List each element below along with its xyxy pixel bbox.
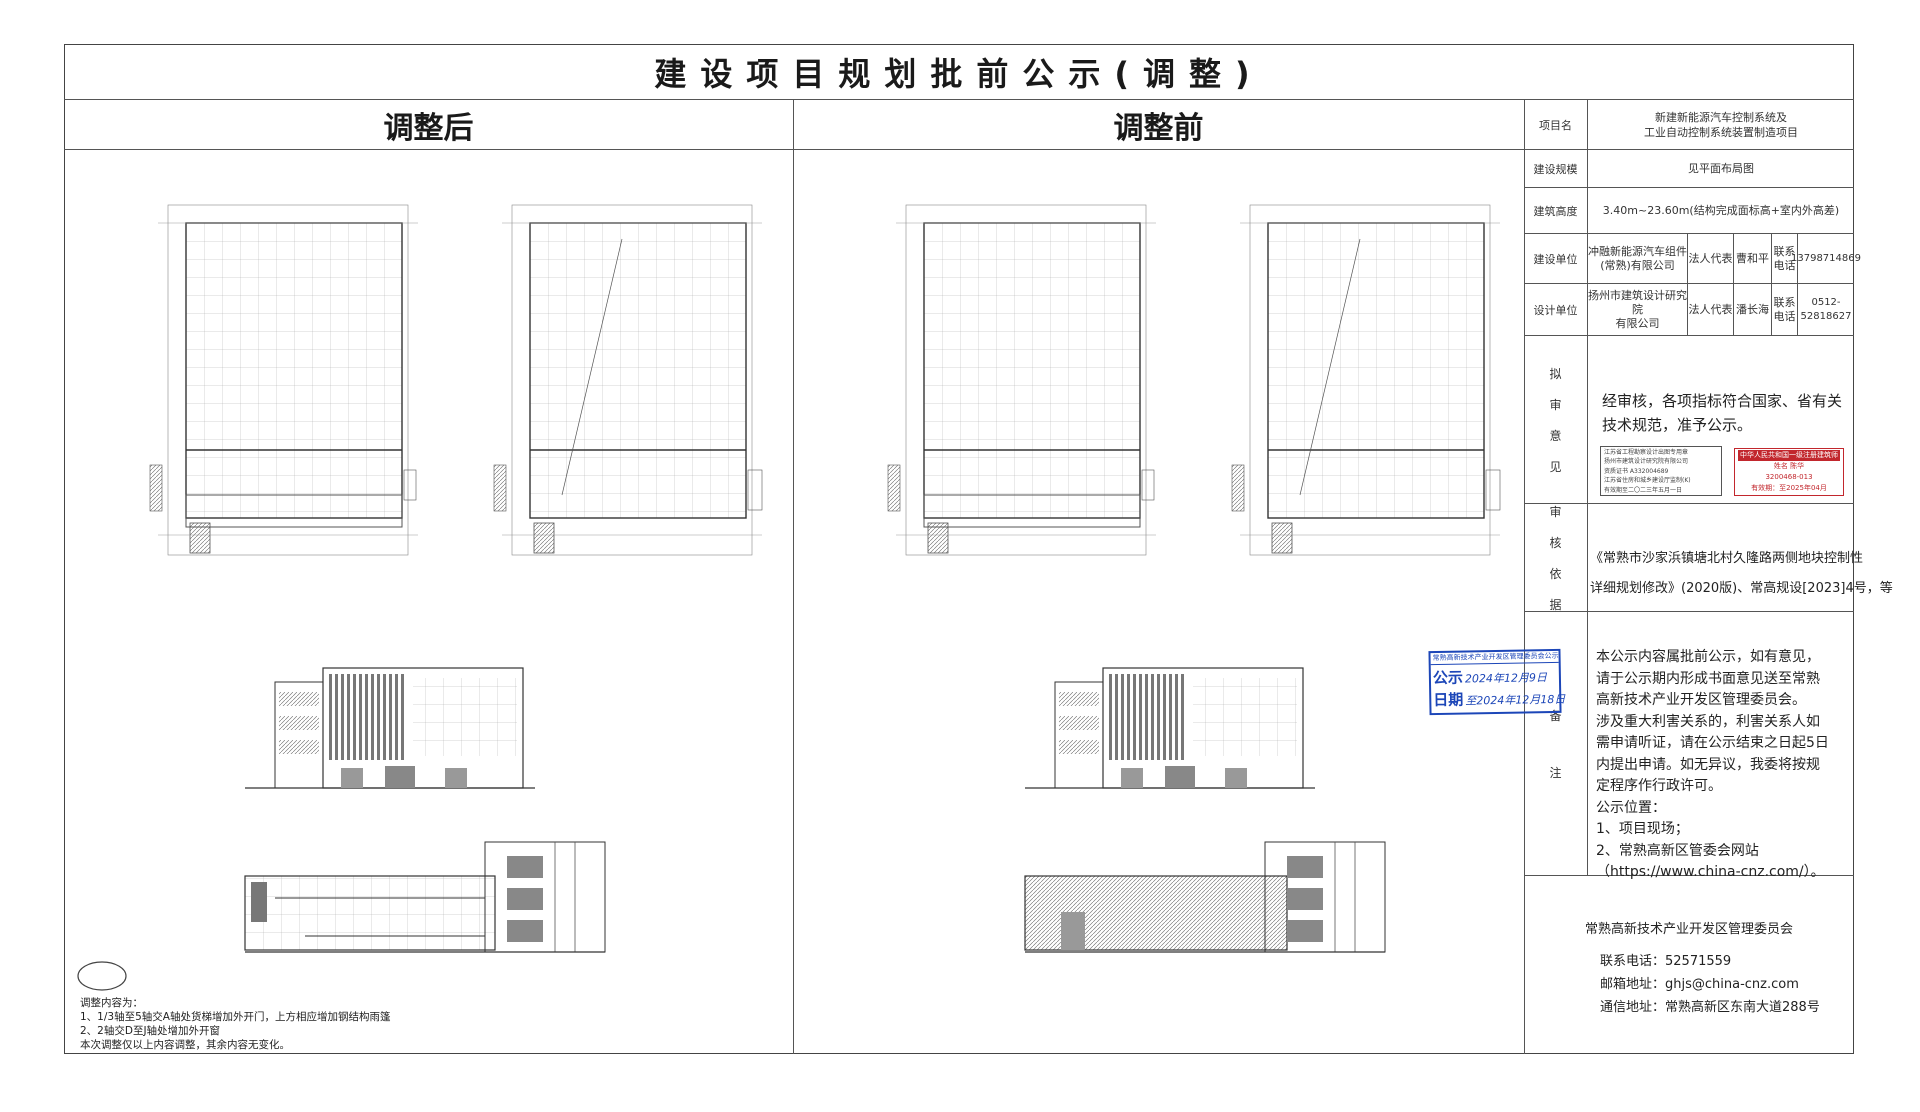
- opinion-char: 见: [1549, 459, 1562, 474]
- basis-line1: 《常熟市沙家浜镇塘北村久隆路两侧地块控制性: [1590, 551, 1864, 566]
- note-line: 定程序作行政许可。: [1596, 778, 1722, 794]
- table-divider: [1524, 100, 1525, 1054]
- builder-rep: 曹和平: [1734, 234, 1772, 283]
- seal-line: 扬州市建筑设计研究院有限公司: [1604, 458, 1689, 466]
- architect-seal: 中华人民共和国一级注册建筑师 姓名 陈华 3200468-013 有效期：至20…: [1734, 448, 1844, 496]
- label-opinion: 拟 审 意 见: [1524, 336, 1588, 503]
- design-institute-seal: 江苏省工程勘察设计出图专用章 扬州市建筑设计研究院有限公司 资质证书 A3320…: [1600, 446, 1722, 496]
- note-line: 需申请听证，请在公示结束之日起5日: [1596, 735, 1829, 751]
- note-line: 1、项目现场；: [1596, 821, 1689, 837]
- builder-phone-label: 联系 电话: [1772, 234, 1798, 283]
- seal-line: 3200468-013: [1765, 473, 1813, 481]
- designer-rep: 潘长海: [1734, 284, 1772, 335]
- note-line: 内提出申请。如无异议，我委将按规: [1596, 756, 1820, 773]
- seal-line: 江苏省工程勘察设计出图专用章: [1604, 449, 1689, 456]
- basis-line2: 详细规划修改》(2020版)、常高规设[2023]4号，等: [1590, 581, 1893, 596]
- seal-line: 江苏省住房和城乡建设厅监制(K): [1604, 477, 1691, 485]
- value-project: 新建新能源汽车控制系统及 工业自动控制系统装置制造项目: [1588, 100, 1854, 149]
- builder-phone-label2: 电话: [1773, 258, 1796, 272]
- designer-phone-label1: 联系: [1773, 295, 1796, 309]
- note-line: 请于公示期内形成书面意见送至常熟: [1596, 670, 1820, 687]
- builder-phone-label1: 联系: [1773, 244, 1796, 258]
- footer-address: 通信地址：常熟高新区东南大道288号: [1600, 1000, 1820, 1015]
- label-builder: 建设单位: [1524, 234, 1588, 283]
- basis-char: 依: [1549, 566, 1562, 581]
- notice-frame: [64, 44, 1854, 1054]
- label-scale: 建设规模: [1524, 150, 1588, 187]
- builder-company: 冲融新能源汽车组件 (常熟)有限公司: [1588, 234, 1688, 283]
- column-after-heading: 调整后: [64, 100, 793, 150]
- row-designer: 设计单位 扬州市建筑设计研究院 有限公司 法人代表 潘长海 联系 电话 0512…: [1524, 284, 1854, 336]
- basis-text: 《常熟市沙家浜镇塘北村久隆路两侧地块控制性 详细规划修改》(2020版)、常高规…: [1590, 544, 1893, 604]
- designer-phone-label2: 电话: [1773, 309, 1796, 323]
- note-line: 高新技术产业开发区管理委员会。: [1596, 692, 1806, 708]
- notice-title: 建设项目规划批前公示(调整): [64, 44, 1854, 100]
- designer-phone-label: 联系 电话: [1772, 284, 1798, 335]
- basis-char: 审: [1549, 504, 1562, 519]
- footer-phone: 联系电话：52571559: [1600, 954, 1732, 969]
- row-builder: 建设单位 冲融新能源汽车组件 (常熟)有限公司 法人代表 曹和平 联系 电话 1…: [1524, 234, 1861, 284]
- label-project: 项目名: [1524, 100, 1588, 149]
- note-line: 2、常熟高新区管委会网站: [1596, 842, 1759, 859]
- label-height: 建筑高度: [1524, 188, 1588, 233]
- column-divider: [793, 100, 794, 1054]
- seal-line: 姓名 陈华: [1773, 462, 1805, 470]
- note-text: 本公示内容属批前公示，如有意见， 请于公示期内形成书面意见送至常熟 高新技术产业…: [1596, 647, 1829, 884]
- adjust-notes: 调整内容为： 1、1/3轴至5轴交A轴处货梯增加外开门，上方相应增加钢结构雨篷 …: [80, 996, 390, 1052]
- footer-email: 邮箱地址：ghjs@china-cnz.com: [1600, 977, 1799, 992]
- builder-rep-label: 法人代表: [1688, 234, 1734, 283]
- adjust-line: 2、2轴交D至J轴处增加外开窗: [80, 1025, 221, 1037]
- opinion-char: 拟: [1549, 366, 1562, 381]
- project-line2: 工业自动控制系统装置制造项目: [1644, 125, 1798, 139]
- designer-company-line2: 有限公司: [1615, 316, 1660, 330]
- designer-phone: 0512- 52818627: [1798, 284, 1854, 335]
- adjust-title: 调整内容为：: [80, 997, 143, 1009]
- seal-line: 有效期至二〇二三年五月一日: [1604, 486, 1683, 494]
- row-scale: 建设规模 见平面布局图: [1524, 150, 1854, 188]
- adjust-line: 本次调整仅以上内容调整，其余内容无变化。: [80, 1039, 290, 1051]
- basis-char: 据: [1549, 597, 1562, 612]
- designer-company-line1: 扬州市建筑设计研究院: [1588, 288, 1687, 316]
- seal-line: 中华人民共和国一级注册建筑师: [1738, 450, 1840, 461]
- note-line: 本公示内容属批前公示，如有意见，: [1596, 649, 1820, 665]
- opinion-char: 意: [1549, 428, 1562, 443]
- footer-contact: 常熟高新技术产业开发区管理委员会 联系电话：52571559 邮箱地址：ghjs…: [1524, 876, 1854, 1054]
- value-scale: 见平面布局图: [1688, 162, 1754, 175]
- seal-line: 有效期：至2025年04月: [1751, 484, 1827, 492]
- row-note: 备 注 本公示内容属批前公示，如有意见， 请于公示期内形成书面意见送至常熟 高新…: [1524, 612, 1854, 880]
- builder-company-line2: (常熟)有限公司: [1600, 258, 1675, 272]
- note-char: 注: [1549, 765, 1562, 780]
- row-opinion: 拟 审 意 见 经审核，各项指标符合国家、省有关 技术规范，准予公示。 江苏省工…: [1524, 336, 1854, 504]
- basis-char: 核: [1549, 535, 1562, 550]
- footer-org: 常熟高新技术产业开发区管理委员会: [1584, 922, 1793, 937]
- designer-phone1: 0512-: [1811, 296, 1841, 308]
- note-line: 公示位置：: [1596, 799, 1666, 816]
- designer-phone2: 52818627: [1800, 310, 1852, 322]
- row-basis: 审 核 依 据 《常熟市沙家浜镇塘北村久隆路两侧地块控制性 详细规划修改》(20…: [1524, 504, 1893, 612]
- note-line: 涉及重大利害关系的，利害关系人如: [1596, 713, 1820, 730]
- builder-phone: 13798714869: [1791, 252, 1861, 264]
- opinion-char: 审: [1549, 397, 1562, 412]
- opinion-line1: 经审核，各项指标符合国家、省有关: [1602, 392, 1843, 410]
- row-project-name: 项目名 新建新能源汽车控制系统及 工业自动控制系统装置制造项目: [1524, 100, 1854, 150]
- note-line: （https://www.china-cnz.com/）。: [1596, 864, 1825, 880]
- adjust-line: 1、1/3轴至5轴交A轴处货梯增加外开门，上方相应增加钢结构雨篷: [80, 1011, 391, 1023]
- row-height: 建筑高度 3.40m~23.60m(结构完成面标高+室内外高差): [1524, 188, 1854, 234]
- column-before-heading: 调整前: [793, 100, 1524, 150]
- seal-line: 资质证书 A332004689: [1604, 467, 1669, 475]
- value-height: 3.40m~23.60m(结构完成面标高+室内外高差): [1602, 204, 1840, 217]
- builder-company-line1: 冲融新能源汽车组件: [1588, 244, 1687, 258]
- designer-company: 扬州市建筑设计研究院 有限公司: [1588, 284, 1688, 335]
- label-note: 备 注: [1524, 612, 1588, 875]
- label-designer: 设计单位: [1524, 284, 1588, 335]
- project-line1: 新建新能源汽车控制系统及: [1655, 110, 1787, 124]
- opinion-line2: 技术规范，准予公示。: [1602, 416, 1753, 434]
- note-char: 备: [1549, 708, 1562, 723]
- label-basis: 审 核 依 据: [1524, 504, 1588, 612]
- designer-rep-label: 法人代表: [1688, 284, 1734, 335]
